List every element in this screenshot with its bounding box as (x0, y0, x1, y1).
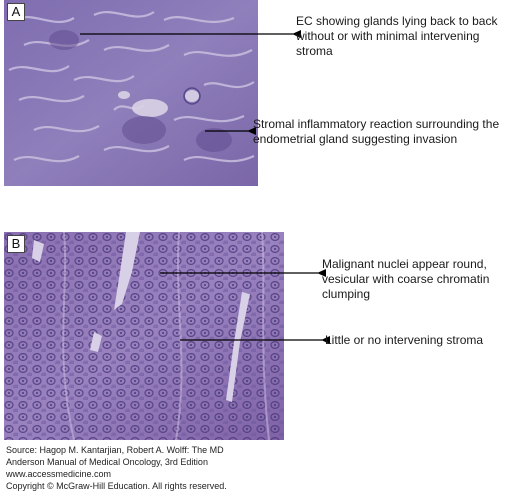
micrograph-panel-b: B (4, 232, 284, 440)
gland-spaces (118, 90, 199, 117)
panel-label-a: A (7, 3, 25, 21)
micrograph-panel-a: A (4, 0, 258, 186)
stroma-strands (62, 232, 270, 440)
source-line-2: Anderson Manual of Medical Oncology, 3rd… (6, 457, 208, 467)
source-url: www.accessmedicine.com (6, 469, 112, 479)
annotation-malignant-nuclei: Malignant nuclei appear round, vesicular… (322, 257, 490, 301)
annotation-stromal-inflammatory-reaction: Stromal inflammatory reaction surroundin… (253, 117, 500, 146)
micrograph-b-image (4, 232, 284, 440)
gland-outline (183, 87, 201, 105)
annotation-glands-back-to-back: EC showing glands lying back to back wit… (296, 14, 498, 58)
annotation-little-stroma: Little or no intervening stroma (325, 333, 484, 347)
gland-lumens (32, 232, 250, 402)
gland-lumens (8, 10, 255, 163)
stroma-foci (49, 30, 232, 152)
source-credit: Source: Hagop M. Kantarjian, Robert A. W… (6, 444, 306, 492)
copyright-line: Copyright © McGraw-Hill Education. All r… (6, 481, 227, 491)
nuclei-field (4, 232, 284, 440)
micrograph-a-image (4, 0, 258, 186)
source-line-1: Source: Hagop M. Kantarjian, Robert A. W… (6, 445, 224, 455)
tissue-background (4, 0, 258, 186)
panel-label-b: B (7, 235, 25, 253)
